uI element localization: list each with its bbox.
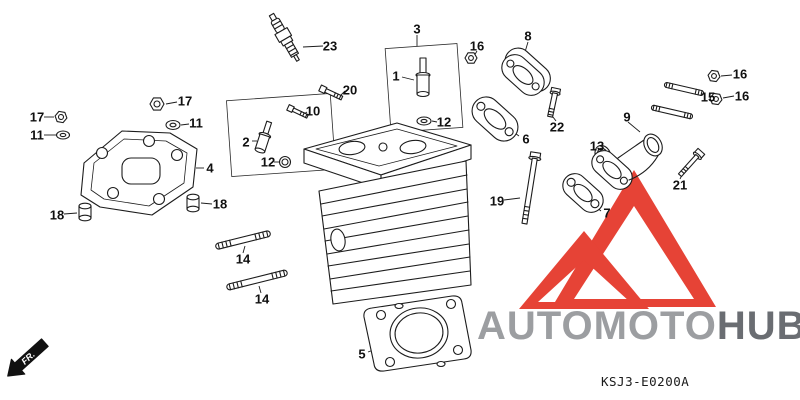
intake-gasket-7	[562, 173, 604, 213]
valve-subassembly-box-2	[226, 93, 336, 177]
valve-subassembly-box-1	[384, 43, 464, 133]
dowel-pin-18-left	[78, 202, 92, 222]
intake-pipe-9	[591, 133, 663, 190]
callout-21: 21	[672, 177, 688, 193]
intake-insulator-8	[501, 47, 551, 96]
callout-7: 7	[603, 205, 611, 221]
bolt-22	[547, 86, 562, 118]
bolt-21	[677, 147, 706, 178]
callout-19: 19	[489, 193, 505, 209]
callout-16-b: 16	[732, 66, 748, 82]
callout-2: 2	[242, 134, 250, 150]
washer-11-left	[55, 130, 71, 140]
stud-14-upper	[215, 230, 271, 250]
callout-23: 23	[322, 38, 338, 54]
callout-18-b: 18	[212, 196, 228, 212]
callout-5: 5	[358, 346, 366, 362]
callout-11-b: 11	[30, 127, 44, 143]
callout-16-a: 16	[469, 38, 485, 54]
bolt-10	[286, 104, 309, 119]
cylinder-head	[303, 122, 472, 305]
nut-16-top	[464, 52, 478, 64]
cylinder-head-cover	[80, 130, 198, 216]
callout-1: 1	[392, 68, 400, 84]
callout-15: 15	[700, 89, 716, 105]
callout-11-a: 11	[189, 115, 203, 131]
valve-guide-1	[415, 57, 431, 98]
valve-2	[254, 120, 273, 154]
callout-14-b: 14	[254, 291, 270, 307]
callout-17-b: 17	[29, 109, 45, 125]
callout-6: 6	[522, 131, 530, 147]
nut-17-left	[54, 110, 68, 124]
insulator-gasket-6	[471, 96, 519, 142]
watermark-triangle-logo	[519, 170, 716, 309]
washer-11-inner	[165, 119, 181, 131]
o-ring-12-left	[278, 155, 292, 169]
stud-15-lower	[650, 104, 694, 120]
callout-9: 9	[623, 109, 631, 125]
bolt-20	[318, 84, 344, 101]
callout-18-a: 18	[49, 207, 65, 223]
cylinder-base-gasket	[363, 295, 472, 372]
nut-16-right-upper	[707, 69, 721, 83]
callout-20: 20	[342, 82, 358, 98]
watermark-brand: AUTOMOTOHUB	[477, 306, 800, 346]
callout-10: 10	[305, 103, 321, 119]
callout-14-a: 14	[235, 251, 251, 267]
callout-3: 3	[413, 21, 421, 37]
diagram-code: KSJ3-E0200A	[601, 374, 690, 389]
flange-bolt-19	[521, 151, 542, 225]
watermark-brand-left: AUTOMOTO	[477, 304, 717, 348]
callout-13: 13	[589, 138, 605, 154]
callout-12-b: 12	[260, 154, 276, 170]
dowel-pin-18-right	[186, 193, 200, 213]
front-direction-arrow: FR.	[7, 338, 49, 377]
callout-4: 4	[206, 160, 214, 176]
nut-16-right-lower	[709, 92, 723, 106]
callout-8: 8	[524, 28, 532, 44]
callout-17-a: 17	[177, 93, 193, 109]
washer-12-right	[416, 116, 432, 126]
watermark-brand-right: HUB	[716, 304, 800, 348]
callout-22: 22	[549, 119, 565, 135]
stud-14-lower	[226, 269, 288, 291]
spark-plug	[268, 12, 300, 62]
nut-17-inner	[149, 97, 165, 111]
callout-16-c: 16	[734, 88, 750, 104]
stud-15-upper	[663, 81, 705, 97]
callout-12-a: 12	[436, 114, 452, 130]
